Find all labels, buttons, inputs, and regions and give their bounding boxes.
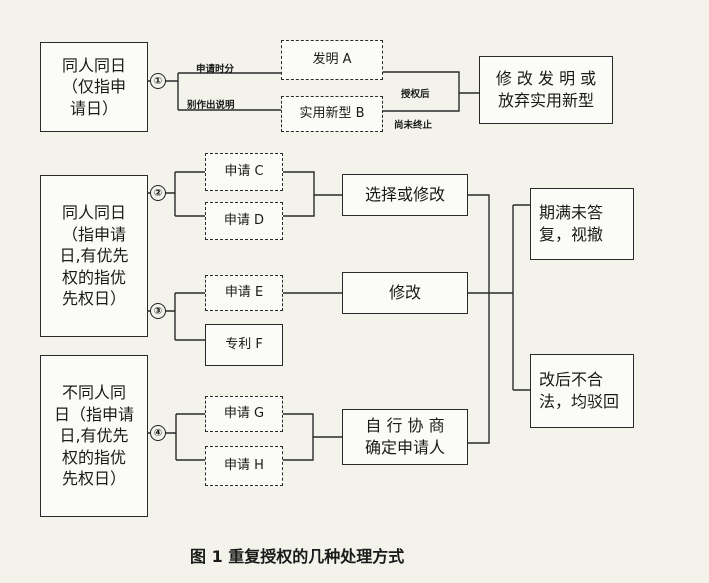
outcome-box-expired: 期满未答 复，视撤	[530, 188, 634, 260]
label-not-terminated: 尚未终止	[394, 120, 433, 131]
case-text-line: 日（指申请	[53, 404, 134, 424]
outcome-box-rejected: 改后不合 法，均驳回	[530, 354, 634, 428]
case-box-same-person-same-day: 同人同日 （仅指申 请日）	[40, 42, 148, 132]
application-box-g: 申请 G	[205, 396, 283, 432]
case-text-line: 同人同日	[61, 203, 126, 223]
case-box-same-person-priority: 同人同日 （指申请 日,有优先 权的指优 先权日）	[40, 175, 148, 337]
action-box-modify: 修改	[342, 272, 468, 314]
figure-caption: 图 1 重复授权的几种处理方式	[190, 547, 405, 566]
application-box-d: 申请 D	[205, 202, 283, 240]
case-text-line: 同人同日	[61, 55, 126, 75]
patent-box-f: 专利 F	[205, 324, 283, 366]
action-text-line: 自 行 协 商	[365, 416, 445, 436]
case-text-line: 先权日）	[61, 289, 126, 309]
application-box-e: 申请 E	[205, 275, 283, 311]
case-text-line: 请日）	[69, 98, 118, 118]
case-text-line: 权的指优	[61, 267, 126, 287]
case-text-line: 先权日）	[61, 469, 126, 489]
application-box-h: 申请 H	[205, 446, 283, 486]
label-declare-separately: 别作出说明	[187, 100, 235, 111]
outcome-text-line: 改后不合	[539, 370, 604, 390]
label-after-grant: 授权后	[401, 89, 430, 100]
application-box-b: 实用新型 B	[281, 96, 383, 132]
action-box-choose-or-modify: 选择或修改	[342, 174, 468, 216]
result-text-line: 修 改 发 明 或	[495, 69, 597, 89]
case-text-line: 日,有优先	[59, 246, 129, 266]
case-box-different-person: 不同人同 日（指申请 日,有优先 权的指优 先权日）	[40, 355, 148, 517]
action-text-line: 确定申请人	[364, 438, 445, 457]
case-text-line: （指申请	[61, 224, 126, 244]
outcome-text-line: 期满未答	[539, 203, 604, 223]
case-text-line: （仅指申	[61, 77, 126, 97]
action-box-negotiate: 自 行 协 商 确定申请人	[342, 409, 468, 465]
case-number-2: ②	[150, 185, 166, 201]
result-box-modify-or-abandon: 修 改 发 明 或 放弃实用新型	[479, 56, 613, 124]
label-apply-separately: 申请时分	[196, 64, 235, 75]
case-text-line: 权的指优	[61, 447, 126, 467]
application-box-c: 申请 C	[205, 153, 283, 191]
case-number-3: ③	[150, 303, 166, 319]
case-number-1: ①	[150, 73, 166, 89]
outcome-text-line: 法，均驳回	[539, 392, 620, 411]
application-box-a: 发明 A	[281, 40, 383, 80]
case-text-line: 日,有优先	[59, 426, 129, 446]
result-text-line: 放弃实用新型	[497, 91, 594, 110]
case-number-4: ④	[150, 425, 166, 441]
outcome-text-line: 复，视撤	[539, 225, 604, 244]
case-text-line: 不同人同	[61, 383, 126, 403]
